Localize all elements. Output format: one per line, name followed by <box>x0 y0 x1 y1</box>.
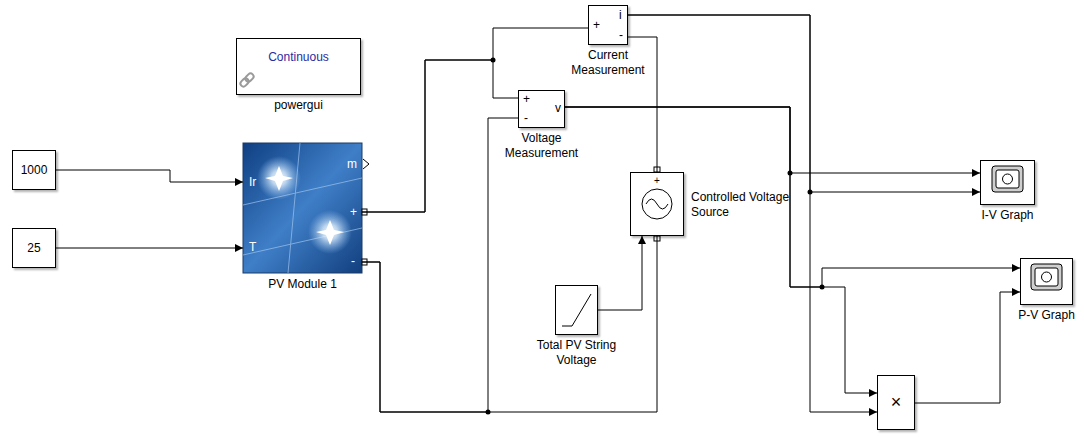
voltage-measurement-block: +-vVoltage Measurement <box>518 90 565 128</box>
ramp-symbol <box>562 294 591 326</box>
product-block: × <box>877 375 915 430</box>
pv-cell-lines <box>243 143 362 273</box>
block-label: Continuous <box>268 50 329 65</box>
block-name: PV Module 1 <box>253 277 353 292</box>
port-label: + <box>593 18 600 33</box>
block-name: Controlled Voltage Source <box>691 190 791 220</box>
powergui-block: Continuouspowergui <box>236 38 361 95</box>
port-label: + <box>654 174 660 187</box>
signal-line <box>628 15 980 192</box>
block-name: Voltage Measurement <box>500 131 584 161</box>
port-label: - <box>524 111 528 126</box>
constant-block: 25 <box>12 228 56 268</box>
pv-sparkle <box>316 220 344 245</box>
port-label: - <box>619 28 623 43</box>
block-name: Total PV String Voltage <box>534 338 620 368</box>
port-label: Ir <box>249 175 256 190</box>
pv-glow <box>308 210 352 254</box>
scope-block: I-V Graph <box>980 160 1035 205</box>
port-label: T <box>249 240 256 255</box>
signal-line <box>565 107 980 173</box>
port-label: v <box>555 101 561 116</box>
block-label: × <box>891 392 902 413</box>
signal-line <box>915 292 1020 403</box>
port-label: + <box>350 205 357 220</box>
block-label: 1000 <box>21 163 48 178</box>
junction-dot <box>486 58 825 415</box>
signal-line <box>56 248 243 249</box>
port-label: - <box>351 254 355 269</box>
scope-symbol <box>992 166 1062 290</box>
link-icon <box>239 72 255 88</box>
block-name: P-V Graph <box>1012 308 1082 323</box>
port-label: i <box>619 8 622 23</box>
current-measurement-block: +i-Current Measurement <box>588 5 628 45</box>
pv-module-block: IrTm+-PV Module 1 <box>243 143 362 273</box>
pv-glow <box>257 156 301 200</box>
physical-wire <box>362 118 518 412</box>
block-name: powergui <box>254 98 344 113</box>
physical-wire <box>362 236 657 412</box>
ramp-block: Total PV String Voltage <box>555 285 598 335</box>
signal-line <box>56 170 243 182</box>
signal-line <box>628 15 877 412</box>
sine-symbol <box>646 199 668 209</box>
port-label: m <box>347 157 357 172</box>
block-name: Current Measurement <box>566 48 650 78</box>
pv-panel-image <box>243 143 362 273</box>
constant-block: 1000 <box>12 150 56 190</box>
controlled-voltage-source: +Controlled Voltage Source <box>630 172 684 236</box>
output-port <box>363 159 369 169</box>
block-label: 25 <box>27 241 40 256</box>
port-label: + <box>523 92 530 107</box>
signal-line <box>598 236 642 310</box>
physical-wire <box>362 28 588 212</box>
physical-wire <box>628 37 657 172</box>
signal-line <box>565 107 1020 287</box>
block-name: I-V Graph <box>968 208 1048 223</box>
source-symbol <box>642 189 672 219</box>
scope-block: P-V Graph <box>1020 258 1073 305</box>
physical-wire <box>362 60 518 212</box>
pv-sparkle <box>265 166 293 191</box>
